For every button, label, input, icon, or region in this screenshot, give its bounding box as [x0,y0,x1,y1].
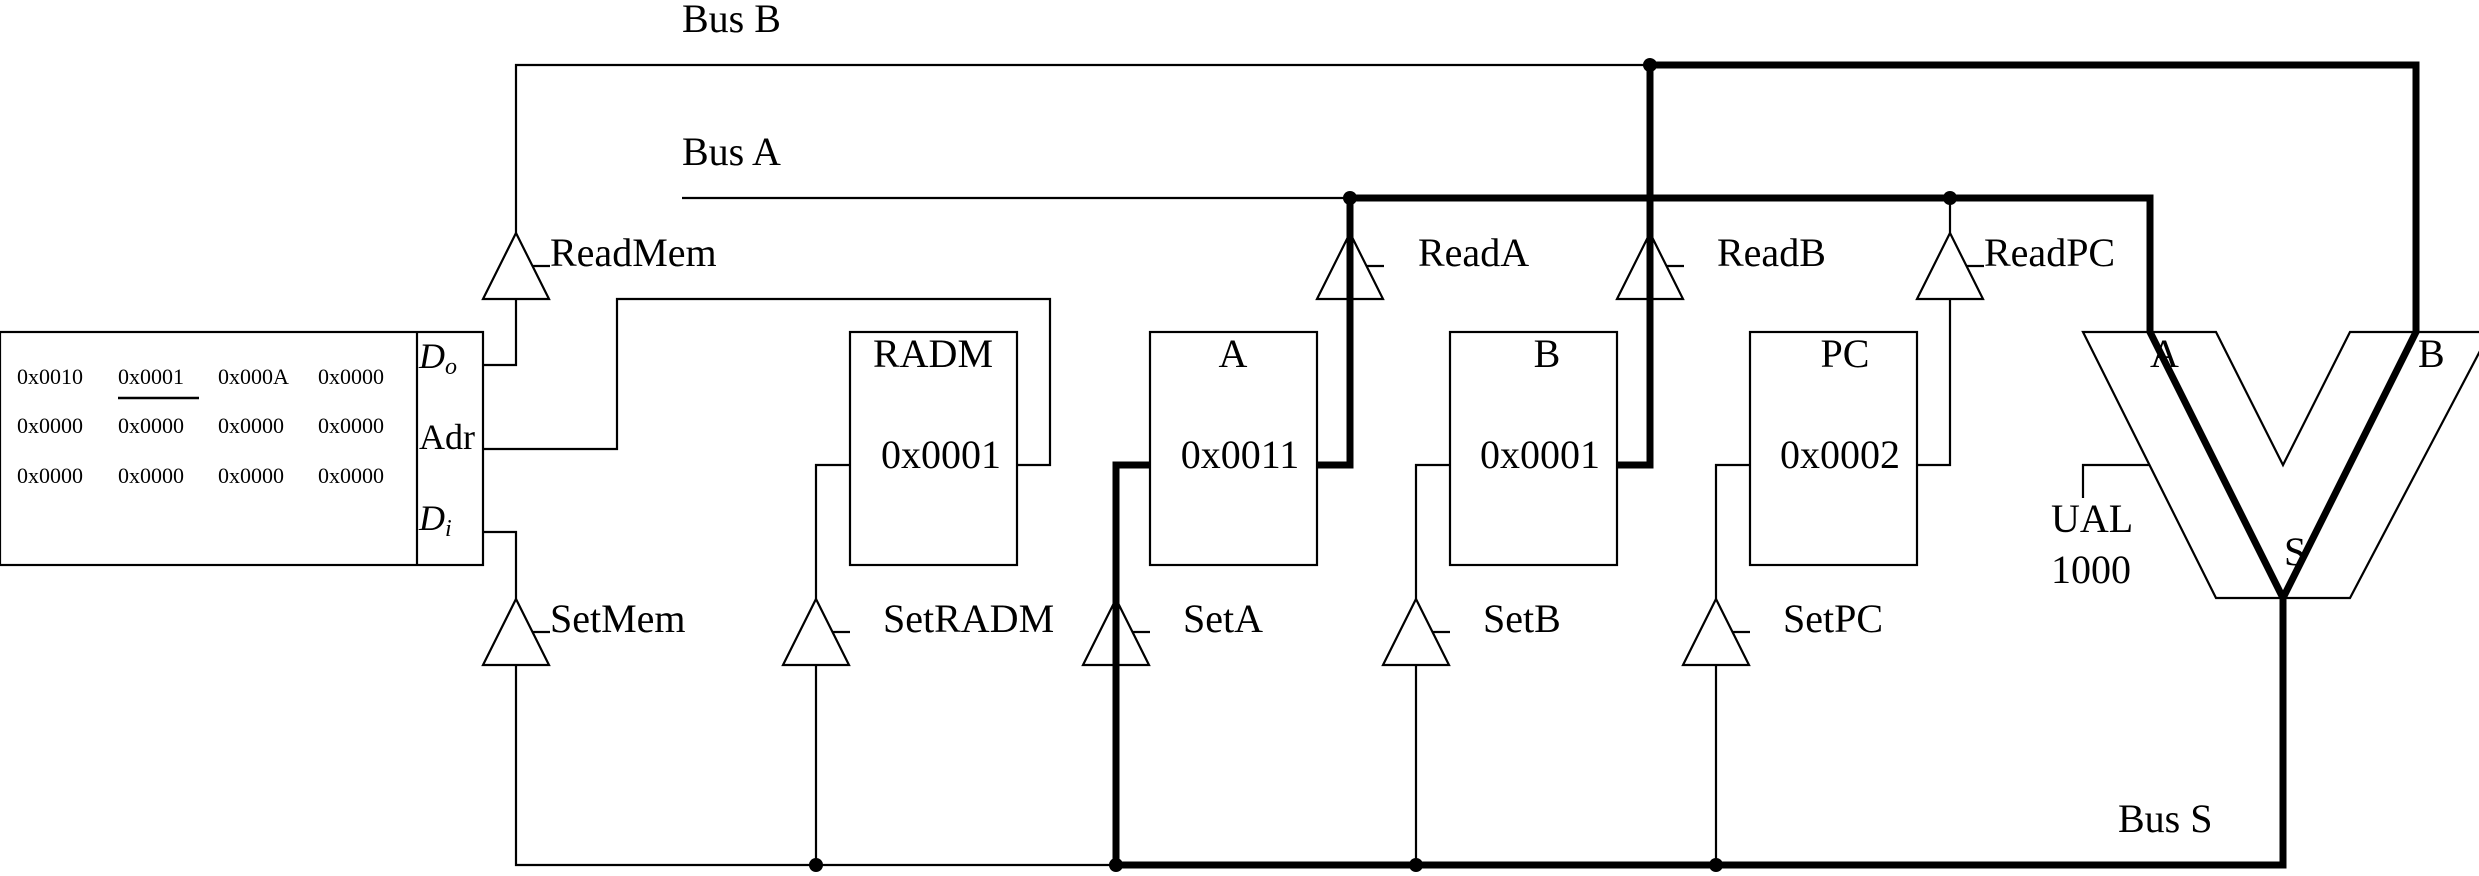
alu-opcode: 1000 [2051,547,2131,592]
register-a: A 0x0011 [1148,330,1319,567]
memory-cell: 0x000A [218,364,289,389]
alu-control-wire [2081,463,2150,498]
alu-name: UAL [2051,496,2133,541]
port-data-in: Di [418,498,452,542]
junction-dot [1709,858,1723,872]
register-a-box [1148,330,1319,567]
memory-cell: 0x0000 [17,463,83,488]
junction-dot [1343,191,1357,205]
reada-label: ReadA [1418,230,1529,275]
junction-dot [1109,858,1123,872]
memory-cell-selected: 0x0001 [118,364,184,389]
memory-cell: 0x0000 [318,364,384,389]
memory-block: 0x0010 0x0001 0x000A 0x0000 0x0000 0x000… [0,330,485,567]
setb-label: SetB [1483,596,1561,641]
junction-dot [1943,191,1957,205]
memory-cell: 0x0000 [118,413,184,438]
bus-s-thin-wire [514,665,1116,867]
radm-to-adr-wire [483,297,1052,467]
register-pc-name: PC [1821,331,1870,376]
port-address: Adr [419,417,475,457]
bus-b-wire [514,63,1650,233]
register-pc: PC 0x0002 [1748,330,1919,567]
register-b-name: B [1534,331,1561,376]
alu-input-b-label: B [2418,331,2445,376]
register-pc-value: 0x0002 [1780,432,1900,477]
seta-label: SetA [1183,596,1263,641]
register-radm-box [848,330,1019,567]
register-a-name: A [1219,331,1248,376]
register-b-value: 0x0001 [1480,432,1600,477]
radm-input-wire [814,463,850,599]
readpc-label: ReadPC [1984,230,2115,275]
register-radm: RADM 0x0001 [848,330,1019,567]
b-input-wire [1414,463,1450,599]
setpc-label: SetPC [1783,596,1883,641]
setmem-label: SetMem [550,596,686,641]
bus-a-label: Bus A [682,129,781,174]
register-a-value: 0x0011 [1181,432,1300,477]
memory-cell: 0x0000 [318,463,384,488]
readmem-gate[interactable] [481,230,551,301]
pc-output-wire [1917,299,1952,467]
readmem-label: ReadMem [550,230,717,275]
junction-dot [1643,58,1657,72]
bus-s-label: Bus S [2118,796,2213,841]
register-b: B 0x0001 [1448,330,1619,567]
memory-cell: 0x0010 [17,364,83,389]
active-path-bus-a [1317,194,2287,600]
memory-cell: 0x0000 [318,413,384,438]
register-radm-value: 0x0001 [881,432,1001,477]
register-b-box [1448,330,1619,567]
memory-dout-wire [483,299,518,367]
junction-dot [1409,858,1423,872]
readpc-gate[interactable] [1915,230,1985,301]
bus-b-label: Bus B [682,0,781,41]
setradm-label: SetRADM [883,596,1054,641]
readb-label: ReadB [1717,230,1826,275]
junction-dot [809,858,823,872]
memory-cell: 0x0000 [218,413,284,438]
port-data-out: Do [418,336,457,380]
register-pc-box [1748,330,1919,567]
memory-cell: 0x0000 [118,463,184,488]
pc-input-wire [1714,463,1750,599]
memory-cell: 0x0000 [218,463,284,488]
register-radm-name: RADM [873,331,993,376]
active-path-bus-b [1617,61,2420,600]
memory-cell: 0x0000 [17,413,83,438]
